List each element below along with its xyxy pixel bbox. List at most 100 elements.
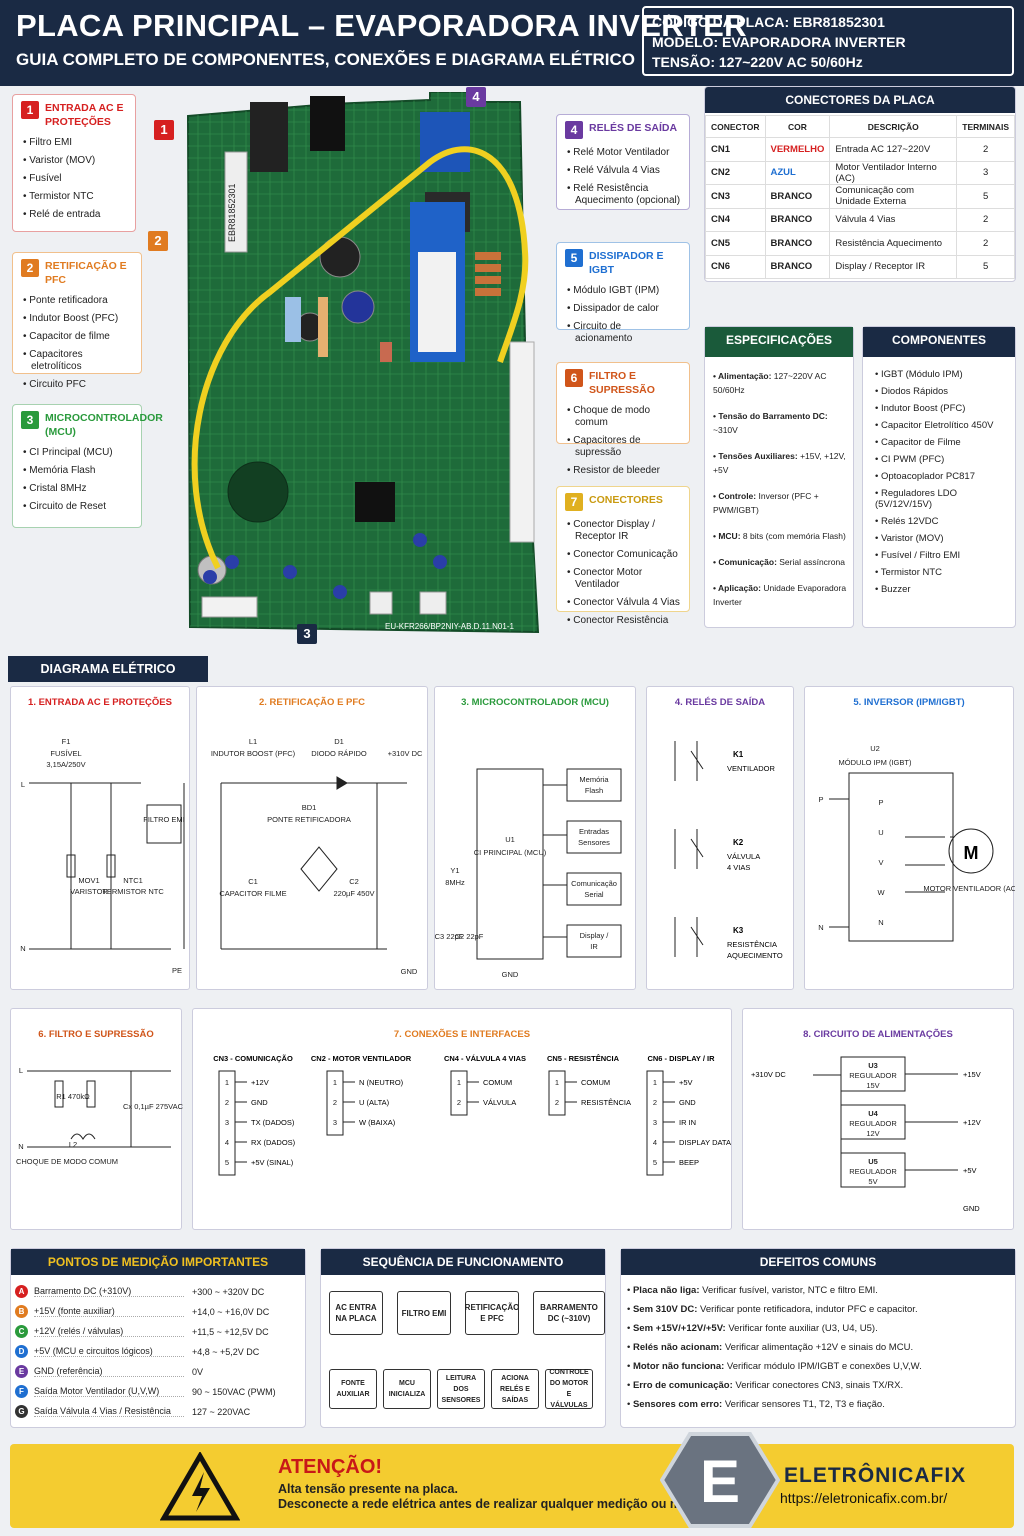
regulator-id: U5 — [868, 1157, 878, 1166]
table-cell: 2 — [956, 207, 1015, 232]
component-item: • Indutor Boost (PFC) — [875, 403, 966, 414]
defect-item: Relés não acionam: Verificar alimentação… — [633, 1342, 922, 1354]
spec-item: • Alimentação: 127~220V AC 50/60Hz — [713, 369, 851, 397]
measure-marker: E — [15, 1365, 28, 1378]
warning-icon — [160, 1452, 240, 1521]
card-number: 5 — [565, 249, 583, 267]
page-title: PLACA PRINCIPAL – EVAPORADORA INVERTER — [16, 8, 747, 43]
card-item: Dissipador de calor — [573, 303, 681, 315]
sequence-step: AC ENTRA NA PLACA — [329, 1291, 383, 1335]
card-item: Módulo IGBT (IPM) — [573, 285, 681, 297]
sequence-step: FONTE AUXILIAR — [329, 1369, 377, 1409]
pin-label: COMUM — [483, 1078, 512, 1087]
sequence-step: CONTROLE DO MOTOR E VÁLVULAS — [545, 1369, 593, 1409]
board-code: CÓDIGO DA PLACA: EBR81852301 — [652, 14, 885, 30]
defects-title: DEFEITOS COMUNS — [621, 1249, 1015, 1275]
connector-group-title: CN4 - VÁLVULA 4 VIAS — [444, 1054, 526, 1063]
connectors-title: CONECTORES DA PLACA — [705, 87, 1015, 113]
connector-group-title: CN3 - COMUNICAÇÃO — [213, 1054, 293, 1063]
defect-item: Motor não funciona: Verificar módulo IPM… — [633, 1361, 922, 1373]
c1-label: C1 — [248, 877, 258, 886]
card-list: Módulo IGBT (IPM)Dissipador de calorCirc… — [565, 285, 681, 345]
pin-number: 2 — [225, 1098, 229, 1107]
table-cell: CN2 — [705, 160, 766, 185]
spec-item: • Comunicação: Serial assíncrona — [713, 555, 851, 569]
spec-key: • Controle: — [713, 491, 759, 501]
card-item: CI Principal (MCU) — [29, 447, 133, 459]
brand-logo: E ELETRÔNICAFIX https://eletronicafix.co… — [660, 1430, 1018, 1530]
table-header: DESCRIÇÃO — [829, 115, 958, 138]
connector-body — [548, 1070, 566, 1116]
diagram-section-title: 6. FILTRO E SUPRESSÃO — [38, 1029, 154, 1040]
mcu-block-label2: Serial — [584, 890, 604, 899]
table-header: TERMINAIS — [956, 115, 1015, 138]
defect-value: Verificar conectores CN3, sinais TX/RX. — [735, 1380, 904, 1391]
card-item: Capacitores de supressão — [573, 435, 681, 459]
card-item: Cristal 8MHz — [29, 483, 133, 495]
pin-label: BEEP — [679, 1158, 699, 1167]
spec-value: 127~220V AC 50/60Hz — [713, 371, 827, 395]
specs-title: ESPECIFICAÇÕES — [705, 327, 853, 357]
card-item: Varistor (MOV) — [29, 155, 127, 167]
card-number: 2 — [21, 259, 39, 277]
table-header: COR — [764, 115, 831, 138]
table-cell: 5 — [956, 254, 1015, 279]
relay-symbol — [674, 741, 704, 781]
card-item: Ponte retificadora — [29, 295, 133, 307]
pin-number: 5 — [653, 1158, 657, 1167]
relay-desc: VÁLVULA — [727, 852, 760, 861]
spec-value: Serial assíncrona — [779, 557, 845, 567]
card-item: Conector Comunicação — [573, 549, 681, 561]
sequence-step: BARRAMENTO DC (~310V) — [533, 1291, 605, 1335]
regulator-box — [840, 1056, 906, 1092]
fuse-value: 3,15A/250V — [46, 760, 85, 769]
card-number: 6 — [565, 369, 583, 387]
l2-label: L2 — [69, 1140, 77, 1149]
component-item: • Reguladores LDO (5V/12V/15V) — [875, 488, 958, 510]
spec-key: • MCU: — [713, 531, 743, 541]
relay-id: K2 — [733, 838, 744, 847]
pin-number: 3 — [653, 1118, 657, 1127]
regulator-desc: REGULADOR — [849, 1167, 897, 1176]
power-gnd: GND — [963, 1204, 980, 1213]
defect-value: Verificar alimentação +12V e sinais do M… — [724, 1342, 914, 1353]
diagram-section-title: 5. INVERSOR (IPM/IGBT) — [853, 697, 965, 708]
measure-value: 90 ~ 150VAC (PWM) — [192, 1386, 276, 1397]
card-item: Relé de entrada — [29, 209, 127, 221]
component-item: • Diodos Rápidos — [875, 386, 949, 397]
mcu-block-label: Display / — [580, 931, 610, 940]
line-l: L — [19, 1066, 23, 1075]
l1-label: L1 — [249, 737, 257, 746]
card-item: Circuito PFC — [29, 379, 133, 391]
spec-key: • Alimentação: — [713, 371, 774, 381]
pin-label: GND — [251, 1098, 268, 1107]
page-subtitle: GUIA COMPLETO DE COMPONENTES, CONEXÕES E… — [16, 50, 635, 69]
measure-marker: C — [15, 1325, 28, 1338]
card-item: Choque de modo comum — [573, 405, 681, 429]
relay-symbol — [674, 829, 704, 869]
pin-number: 2 — [333, 1098, 337, 1107]
pin-number: 1 — [653, 1078, 657, 1087]
l1-desc: INDUTOR BOOST (PFC) — [211, 749, 296, 758]
defect-value: Verificar ponte retificadora, indutor PF… — [700, 1304, 918, 1315]
gnd-label: GND — [502, 970, 519, 979]
measure-marker: A — [15, 1285, 28, 1298]
relay-symbol — [674, 917, 704, 957]
f1-label: F1 — [62, 737, 71, 746]
connector-body — [450, 1070, 468, 1116]
warning-banner: ATENÇÃO! Alta tensão presente na placa. … — [10, 1444, 1014, 1528]
defect-value: Verificar sensores T1, T2, T3 e fiação. — [724, 1399, 885, 1410]
card-item: Capacitores eletrolíticos — [29, 349, 133, 373]
pin-number: 2 — [457, 1098, 461, 1107]
pin-label: +12V — [251, 1078, 269, 1087]
motor-desc: MOTOR VENTILADOR (AC) — [923, 884, 1015, 893]
regulator-id: U3 — [868, 1061, 878, 1070]
table-cell: BRANCO — [764, 207, 831, 232]
table-cell: CN1 — [705, 137, 766, 162]
